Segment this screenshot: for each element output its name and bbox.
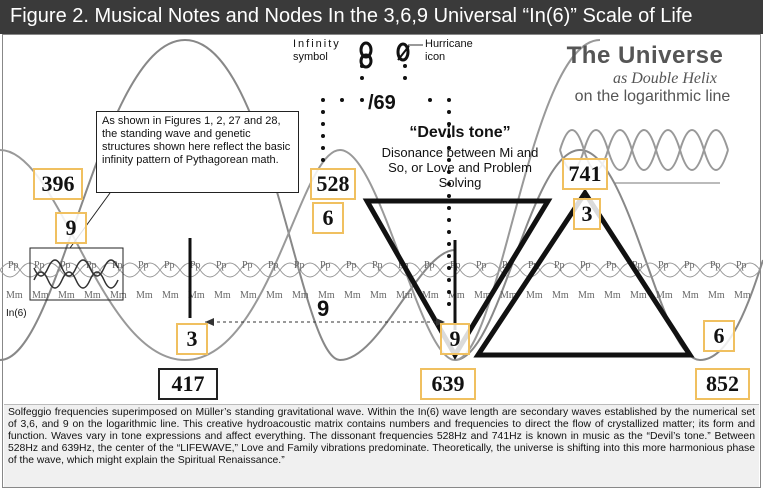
nine-span-label: 9 [317,296,330,321]
pp-letter: Pp [528,260,539,271]
mm-letter: Mm [162,290,179,301]
standing-wave-lower [0,39,601,362]
mm-letter: Mm [552,290,569,301]
node-6-mid: 6 [312,202,344,234]
node-3-low: 3 [176,323,208,355]
pp-letter: Pp [424,260,435,271]
pp-letter: Pp [606,260,617,271]
pp-letter: Pp [710,260,721,271]
mm-letter: Mm [682,290,699,301]
pp-letter: Pp [736,260,747,271]
pp-letter: Pp [60,260,71,271]
mm-letter: Mm [708,290,725,301]
inverted-triangle [362,198,553,360]
mm-letter: Mm [84,290,101,301]
span-arrow-head-right [436,318,445,326]
mm-letter: Mm [6,290,23,301]
pp-letter: Pp [164,260,175,271]
in6-label: In(6) [6,308,27,319]
helix-inset-wave-a [33,271,119,289]
pp-letter: Pp [190,260,201,271]
hurricane-icon [396,42,410,62]
mm-letter: Mm [500,290,517,301]
mm-letter: Mm [422,290,439,301]
node-9-low: 9 [440,323,470,355]
figure-frame [2,34,761,488]
mm-letter: Mm [292,290,309,301]
mm-letter: Mm [214,290,231,301]
span-arrow-head-left [205,318,214,326]
pp-letter: Pp [372,260,383,271]
mm-letter: Mm [474,290,491,301]
frequency-396: 396 [33,168,83,200]
mm-letter: Mm [32,290,49,301]
pp-letter: Pp [34,260,45,271]
mm-letter-row: Mm Mm Mm Mm Mm Mm Mm Mm Mm Mm Mm Mm Mm Mm Mm Mm Mm Mm Mm Mm… [6,290,751,301]
mm-letter: Mm [110,290,127,301]
mm-letter: Mm [240,290,257,301]
figure-caption: Solfeggio frequencies superimposed on Mü… [4,404,759,487]
pp-letter: Pp [554,260,565,271]
node-9-left: 9 [55,212,87,244]
pp-letter: Pp [268,260,279,271]
mm-letter: Mm [136,290,153,301]
pp-letter: Pp [138,260,149,271]
mm-letter: Mm [396,290,413,301]
pp-letter: Pp [242,260,253,271]
mm-letter: Mm [344,290,361,301]
infinity-symbol-icon [359,41,373,69]
helix-inset-wave-b [33,259,119,277]
universe-line-label: on the logarithmic line [574,88,731,105]
devils-tone-title: “Devils tone” [409,124,511,141]
pp-letter: Pp [580,260,591,271]
dotted-line-right [447,98,451,306]
mm-letter: Mm [318,290,335,301]
slash-69-label: /69 [368,92,396,114]
mm-letter: Mm [578,290,595,301]
frequency-639: 639 [420,368,476,400]
devils-tone-description: Disonance between Mi and So, or Love and… [381,145,539,190]
pp-letter: Pp [86,260,97,271]
icon-label: icon [425,51,446,63]
mm-letter: Mm [734,290,751,301]
node-6-right: 6 [703,320,735,352]
universe-subtitle: as Double Helix [613,70,717,87]
upright-triangle [473,188,695,358]
title-bar: Figure 2. Musical Notes and Nodes In the… [0,0,763,34]
frequency-528: 528 [310,168,356,200]
dna-strand-b [559,129,729,171]
helix-inset-box [29,247,124,301]
figure-title: Figure 2. Musical Notes and Nodes In the… [10,5,693,27]
pp-letter: Pp [476,260,487,271]
dotted-line-left [321,98,325,162]
universe-title: The Universe [566,42,724,69]
mm-letter: Mm [188,290,205,301]
hurricane-label: Hurricane [425,38,473,50]
info-box: As shown in Figures 1, 2, 27 and 28, the… [96,111,299,193]
mm-letter: Mm [630,290,647,301]
mm-letter: Mm [370,290,387,301]
pp-letter: Pp [632,260,643,271]
pp-letter: Pp [8,260,19,271]
pp-letter: Pp [658,260,669,271]
node-3-top: 3 [573,198,601,230]
pp-letter: Pp [320,260,331,271]
dotted-connectors [340,64,432,102]
mm-letter: Mm [526,290,543,301]
mm-letter: Mm [266,290,283,301]
mm-letter: Mm [58,290,75,301]
pp-letter: Pp [216,260,227,271]
frequency-741: 741 [562,158,608,190]
mm-letter: Mm [656,290,673,301]
frequency-417: 417 [158,368,218,400]
mm-letter: Mm [604,290,621,301]
pp-letter: Pp [346,260,357,271]
pp-letter: Pp [684,260,695,271]
pp-letter: Pp [294,260,305,271]
dna-strand-a [559,129,729,171]
infinity-label: Infinity [293,38,341,50]
symbol-label: symbol [293,51,328,63]
frequency-852: 852 [695,368,750,400]
